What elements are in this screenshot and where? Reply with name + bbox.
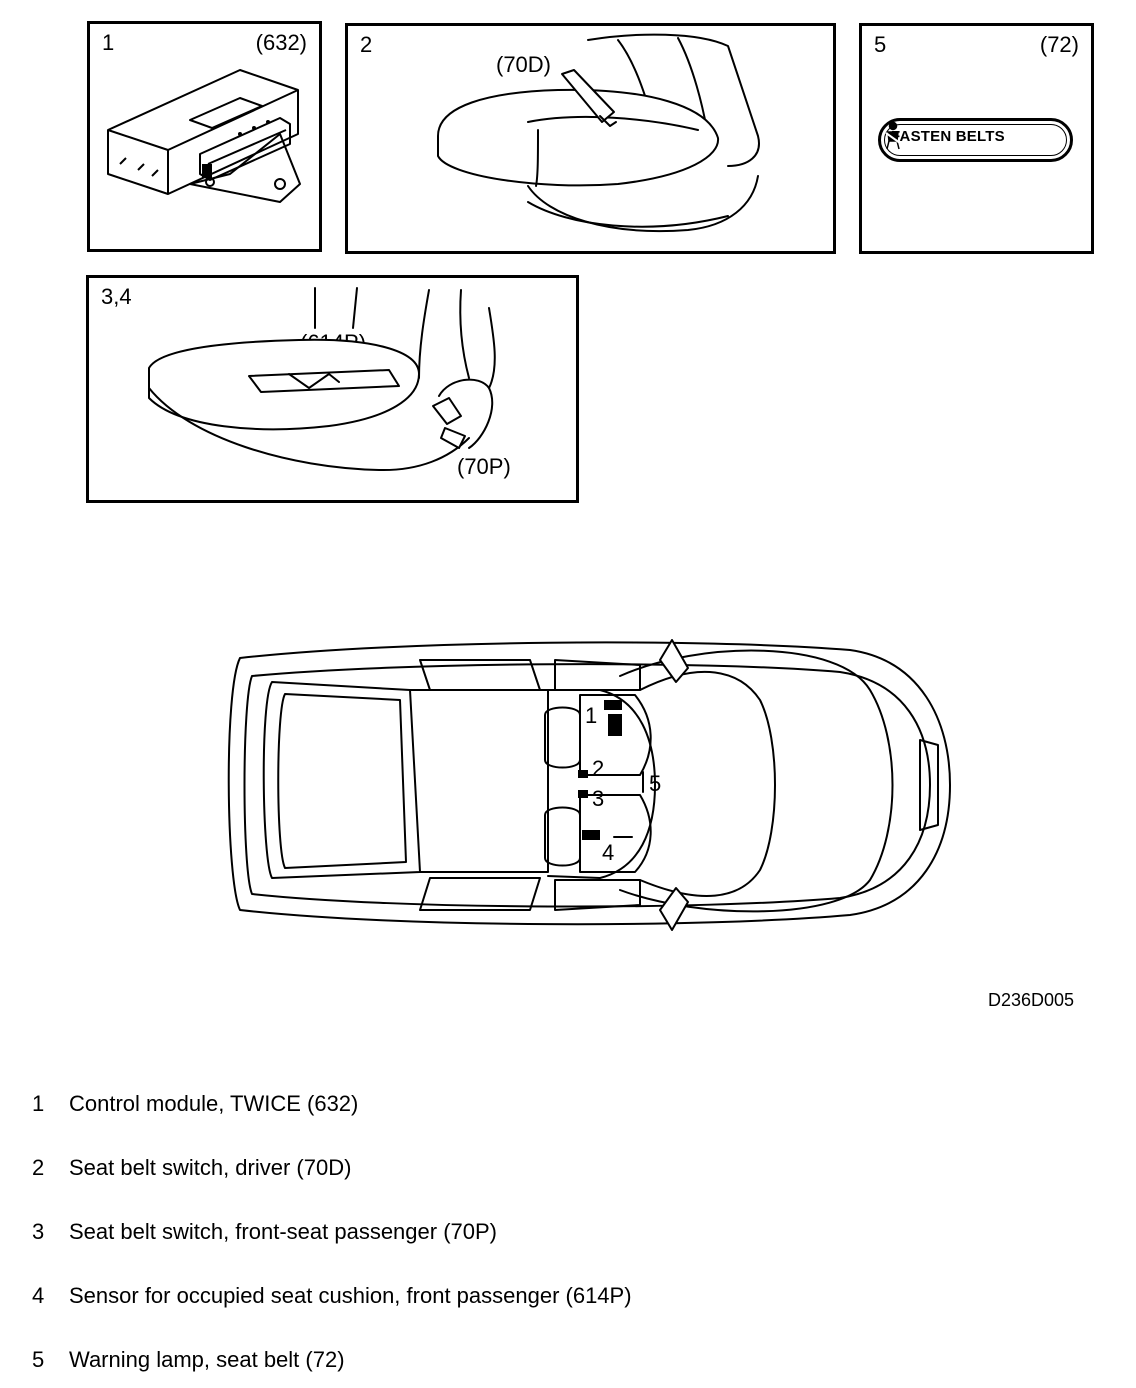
panel-warning-lamp: 5 (72) FASTEN BELTS <box>859 23 1094 254</box>
legend-number: 1 <box>32 1091 45 1116</box>
car-label-4: 4 <box>602 840 615 865</box>
control-module-illustration <box>107 69 301 203</box>
panel-number: 2 <box>360 32 373 57</box>
panel-number: 5 <box>874 32 887 57</box>
seat-belt-person-icon <box>885 121 901 150</box>
panel-code: (72) <box>1039 32 1079 57</box>
legend-text: Seat belt switch, driver (70D) <box>69 1155 352 1180</box>
legend-text: Control module, TWICE (632) <box>69 1091 359 1116</box>
car-label-3: 3 <box>592 786 605 811</box>
panel-number: 3,4 <box>101 284 132 309</box>
car-label-1: 1 <box>585 703 598 728</box>
panel-control-module: 1 (632) <box>87 21 322 252</box>
passenger-seat-illustration <box>148 287 496 472</box>
driver-seat-illustration <box>437 33 760 233</box>
legend-number: 4 <box>32 1283 45 1308</box>
callout-70d: (70D) <box>496 52 552 77</box>
panel-driver-seat: 2 (70D) <box>345 23 836 254</box>
legend-number: 3 <box>32 1219 45 1244</box>
lamp-text: FASTEN BELTS <box>891 128 1005 145</box>
callout-70p: (70P) <box>457 454 511 479</box>
car-label-5: 5 <box>649 771 662 796</box>
legend-text: Warning lamp, seat belt (72) <box>69 1347 345 1372</box>
legend-number: 2 <box>32 1155 45 1180</box>
fasten-belts-lamp: FASTEN BELTS <box>878 118 1073 162</box>
legend-text: Sensor for occupied seat cushion, front … <box>69 1283 632 1308</box>
legend-text: Seat belt switch, front-seat passenger (… <box>69 1219 497 1244</box>
panel-code: (632) <box>255 30 307 55</box>
legend-number: 5 <box>32 1347 45 1372</box>
car-label-2: 2 <box>592 756 605 781</box>
lamp-inner-border <box>884 124 1067 156</box>
figure-id: D236D005 <box>988 990 1075 1010</box>
panel-passenger-seat: 3,4 (614P) (70P) <box>86 275 579 503</box>
panel-number: 1 <box>102 30 115 55</box>
